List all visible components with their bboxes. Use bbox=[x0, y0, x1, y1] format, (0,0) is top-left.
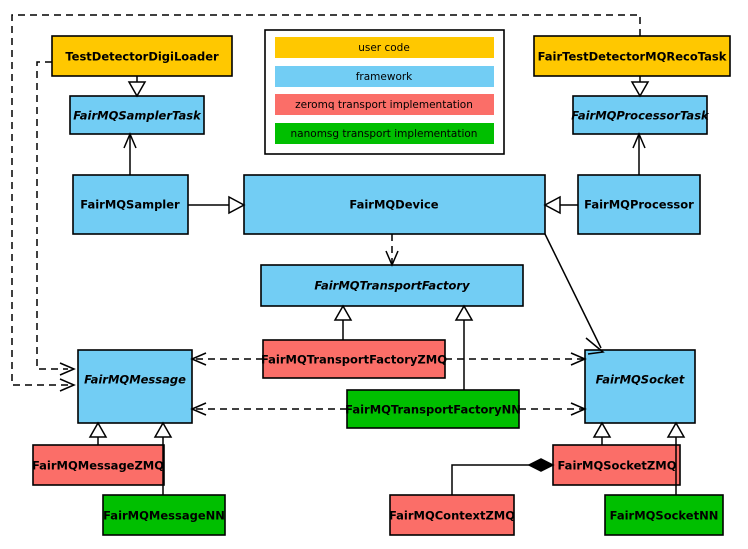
box-FairMQSocket[interactable] bbox=[584, 349, 696, 424]
label-FairMQSocket: FairMQSocket bbox=[596, 373, 685, 387]
arrowhead-tfzmq-message bbox=[190, 352, 207, 366]
legend-swatch-framework bbox=[275, 66, 494, 87]
arrowhead-recotask-to-message bbox=[59, 378, 76, 392]
box-FairMQSocketNN[interactable] bbox=[604, 494, 724, 536]
node-FairMQTransportFactory[interactable]: FairMQTransportFactory bbox=[260, 264, 524, 307]
box-FairMQTransportFactoryZMQ[interactable] bbox=[262, 339, 446, 379]
label-FairMQContextZMQ: FairMQContextZMQ bbox=[389, 509, 515, 523]
arrowhead-tfzmq-socket bbox=[570, 352, 587, 366]
label-FairMQMessage: FairMQMessage bbox=[84, 373, 186, 387]
arrowhead-messagezmq-message bbox=[88, 421, 108, 438]
node-FairMQSocketZMQ[interactable]: FairMQSocketZMQ bbox=[552, 444, 681, 486]
arrowhead-processor-device bbox=[543, 195, 561, 215]
box-FairMQMessageZMQ[interactable] bbox=[32, 444, 165, 486]
label-FairMQSocketZMQ: FairMQSocketZMQ bbox=[558, 459, 677, 473]
box-FairMQMessage[interactable] bbox=[77, 349, 193, 424]
arrowhead-digiloader-samplertask bbox=[127, 81, 147, 98]
edge-device-socket bbox=[544, 233, 602, 349]
arrowhead-tfnn-transportfactory bbox=[454, 304, 474, 321]
legend-item-nanomsg: nanomsg transport implementation bbox=[275, 123, 494, 144]
edge-digiloader-to-message bbox=[36, 61, 68, 370]
node-FairMQMessage[interactable]: FairMQMessage bbox=[77, 349, 193, 424]
legend-item-zeromq: zeromq transport implementation bbox=[275, 94, 494, 115]
edge-group-generalizations bbox=[88, 76, 686, 495]
legend-label-user-code: user code bbox=[358, 42, 410, 54]
label-FairMQProcessorTask: FairMQProcessorTask bbox=[571, 109, 710, 123]
arrowhead-tfnn-message bbox=[190, 402, 207, 416]
node-FairMQSampler[interactable]: FairMQSampler bbox=[72, 174, 189, 235]
edge-group-factory-dependencies bbox=[190, 352, 587, 416]
node-FairMQMessageNN[interactable]: FairMQMessageNN bbox=[102, 494, 226, 536]
arrowhead-digiloader-to-message bbox=[59, 362, 76, 376]
arrowhead-sampler-samplertask bbox=[123, 132, 137, 149]
legend-swatch-zeromq bbox=[275, 94, 494, 115]
node-TestDetectorDigiLoader[interactable]: TestDetectorDigiLoader bbox=[51, 35, 233, 77]
node-FairMQTransportFactoryNN[interactable]: FairMQTransportFactoryNN bbox=[345, 389, 521, 429]
arrowhead-socketnn-socket bbox=[666, 421, 686, 438]
label-FairMQTransportFactoryNN: FairMQTransportFactoryNN bbox=[345, 403, 521, 417]
node-FairMQSamplerTask[interactable]: FairMQSamplerTask bbox=[69, 95, 205, 135]
label-FairMQMessageNN: FairMQMessageNN bbox=[103, 509, 225, 523]
box-FairMQTransportFactoryNN[interactable] bbox=[346, 389, 520, 429]
arrowhead-messagenn-message bbox=[153, 421, 173, 438]
legend: user code framework zeromq transport imp… bbox=[264, 29, 505, 155]
label-FairMQTransportFactory: FairMQTransportFactory bbox=[314, 279, 470, 293]
node-FairMQContextZMQ[interactable]: FairMQContextZMQ bbox=[389, 494, 515, 536]
box-FairMQProcessorTask[interactable] bbox=[572, 95, 708, 135]
node-FairMQDevice[interactable]: FairMQDevice bbox=[243, 174, 546, 235]
arrowhead-tfnn-socket bbox=[570, 402, 587, 416]
node-FairMQProcessor[interactable]: FairMQProcessor bbox=[577, 174, 701, 235]
node-FairTestDetectorMQRecoTask[interactable]: FairTestDetectorMQRecoTask bbox=[533, 35, 731, 77]
node-FairMQProcessorTask[interactable]: FairMQProcessorTask bbox=[571, 95, 710, 135]
edge-group-outer-dependencies bbox=[11, 14, 641, 392]
node-FairMQSocket[interactable]: FairMQSocket bbox=[584, 349, 696, 424]
label-FairMQDevice: FairMQDevice bbox=[349, 198, 438, 212]
box-FairMQContextZMQ[interactable] bbox=[389, 494, 515, 536]
label-FairMQSocketNN: FairMQSocketNN bbox=[610, 509, 719, 523]
box-FairMQSamplerTask[interactable] bbox=[69, 95, 205, 135]
edge-recotask-to-message bbox=[11, 14, 641, 386]
label-FairMQMessageZMQ: FairMQMessageZMQ bbox=[32, 459, 164, 473]
legend-swatch-nanomsg bbox=[275, 123, 494, 144]
legend-item-framework: framework bbox=[275, 66, 494, 87]
arrowhead-tfzmq-transportfactory bbox=[333, 304, 353, 321]
arrowhead-processor-processortask bbox=[632, 132, 646, 149]
legend-swatch-user-code bbox=[275, 37, 494, 58]
edge-contextzmq-socketzmq bbox=[451, 464, 541, 495]
box-FairTestDetectorMQRecoTask[interactable] bbox=[533, 35, 731, 77]
label-FairMQProcessor: FairMQProcessor bbox=[584, 198, 694, 212]
node-FairMQTransportFactoryZMQ[interactable]: FairMQTransportFactoryZMQ bbox=[261, 339, 447, 379]
legend-item-user-code: user code bbox=[275, 37, 494, 58]
diamond-contextzmq-socketzmq bbox=[527, 458, 555, 472]
box-TestDetectorDigiLoader[interactable] bbox=[51, 35, 233, 77]
node-FairMQMessageZMQ[interactable]: FairMQMessageZMQ bbox=[32, 444, 165, 486]
label-FairTestDetectorMQRecoTask: FairTestDetectorMQRecoTask bbox=[538, 50, 727, 64]
label-FairMQSamplerTask: FairMQSamplerTask bbox=[73, 109, 202, 123]
legend-label-zeromq: zeromq transport implementation bbox=[295, 99, 473, 111]
label-FairMQSampler: FairMQSampler bbox=[80, 198, 180, 212]
box-FairMQMessageNN[interactable] bbox=[102, 494, 226, 536]
legend-label-framework: framework bbox=[356, 71, 413, 83]
label-TestDetectorDigiLoader: TestDetectorDigiLoader bbox=[65, 50, 219, 64]
legend-label-nanomsg: nanomsg transport implementation bbox=[291, 128, 478, 140]
arrowhead-recotask-processortask bbox=[630, 81, 650, 98]
arrowhead-sampler-device bbox=[228, 195, 246, 215]
arrowhead-socketzmq-socket bbox=[592, 421, 612, 438]
label-FairMQTransportFactoryZMQ: FairMQTransportFactoryZMQ bbox=[261, 353, 447, 367]
node-FairMQSocketNN[interactable]: FairMQSocketNN bbox=[604, 494, 724, 536]
arrowhead-device-transportfactory bbox=[385, 250, 399, 267]
arrowhead-device-socket bbox=[585, 337, 605, 355]
